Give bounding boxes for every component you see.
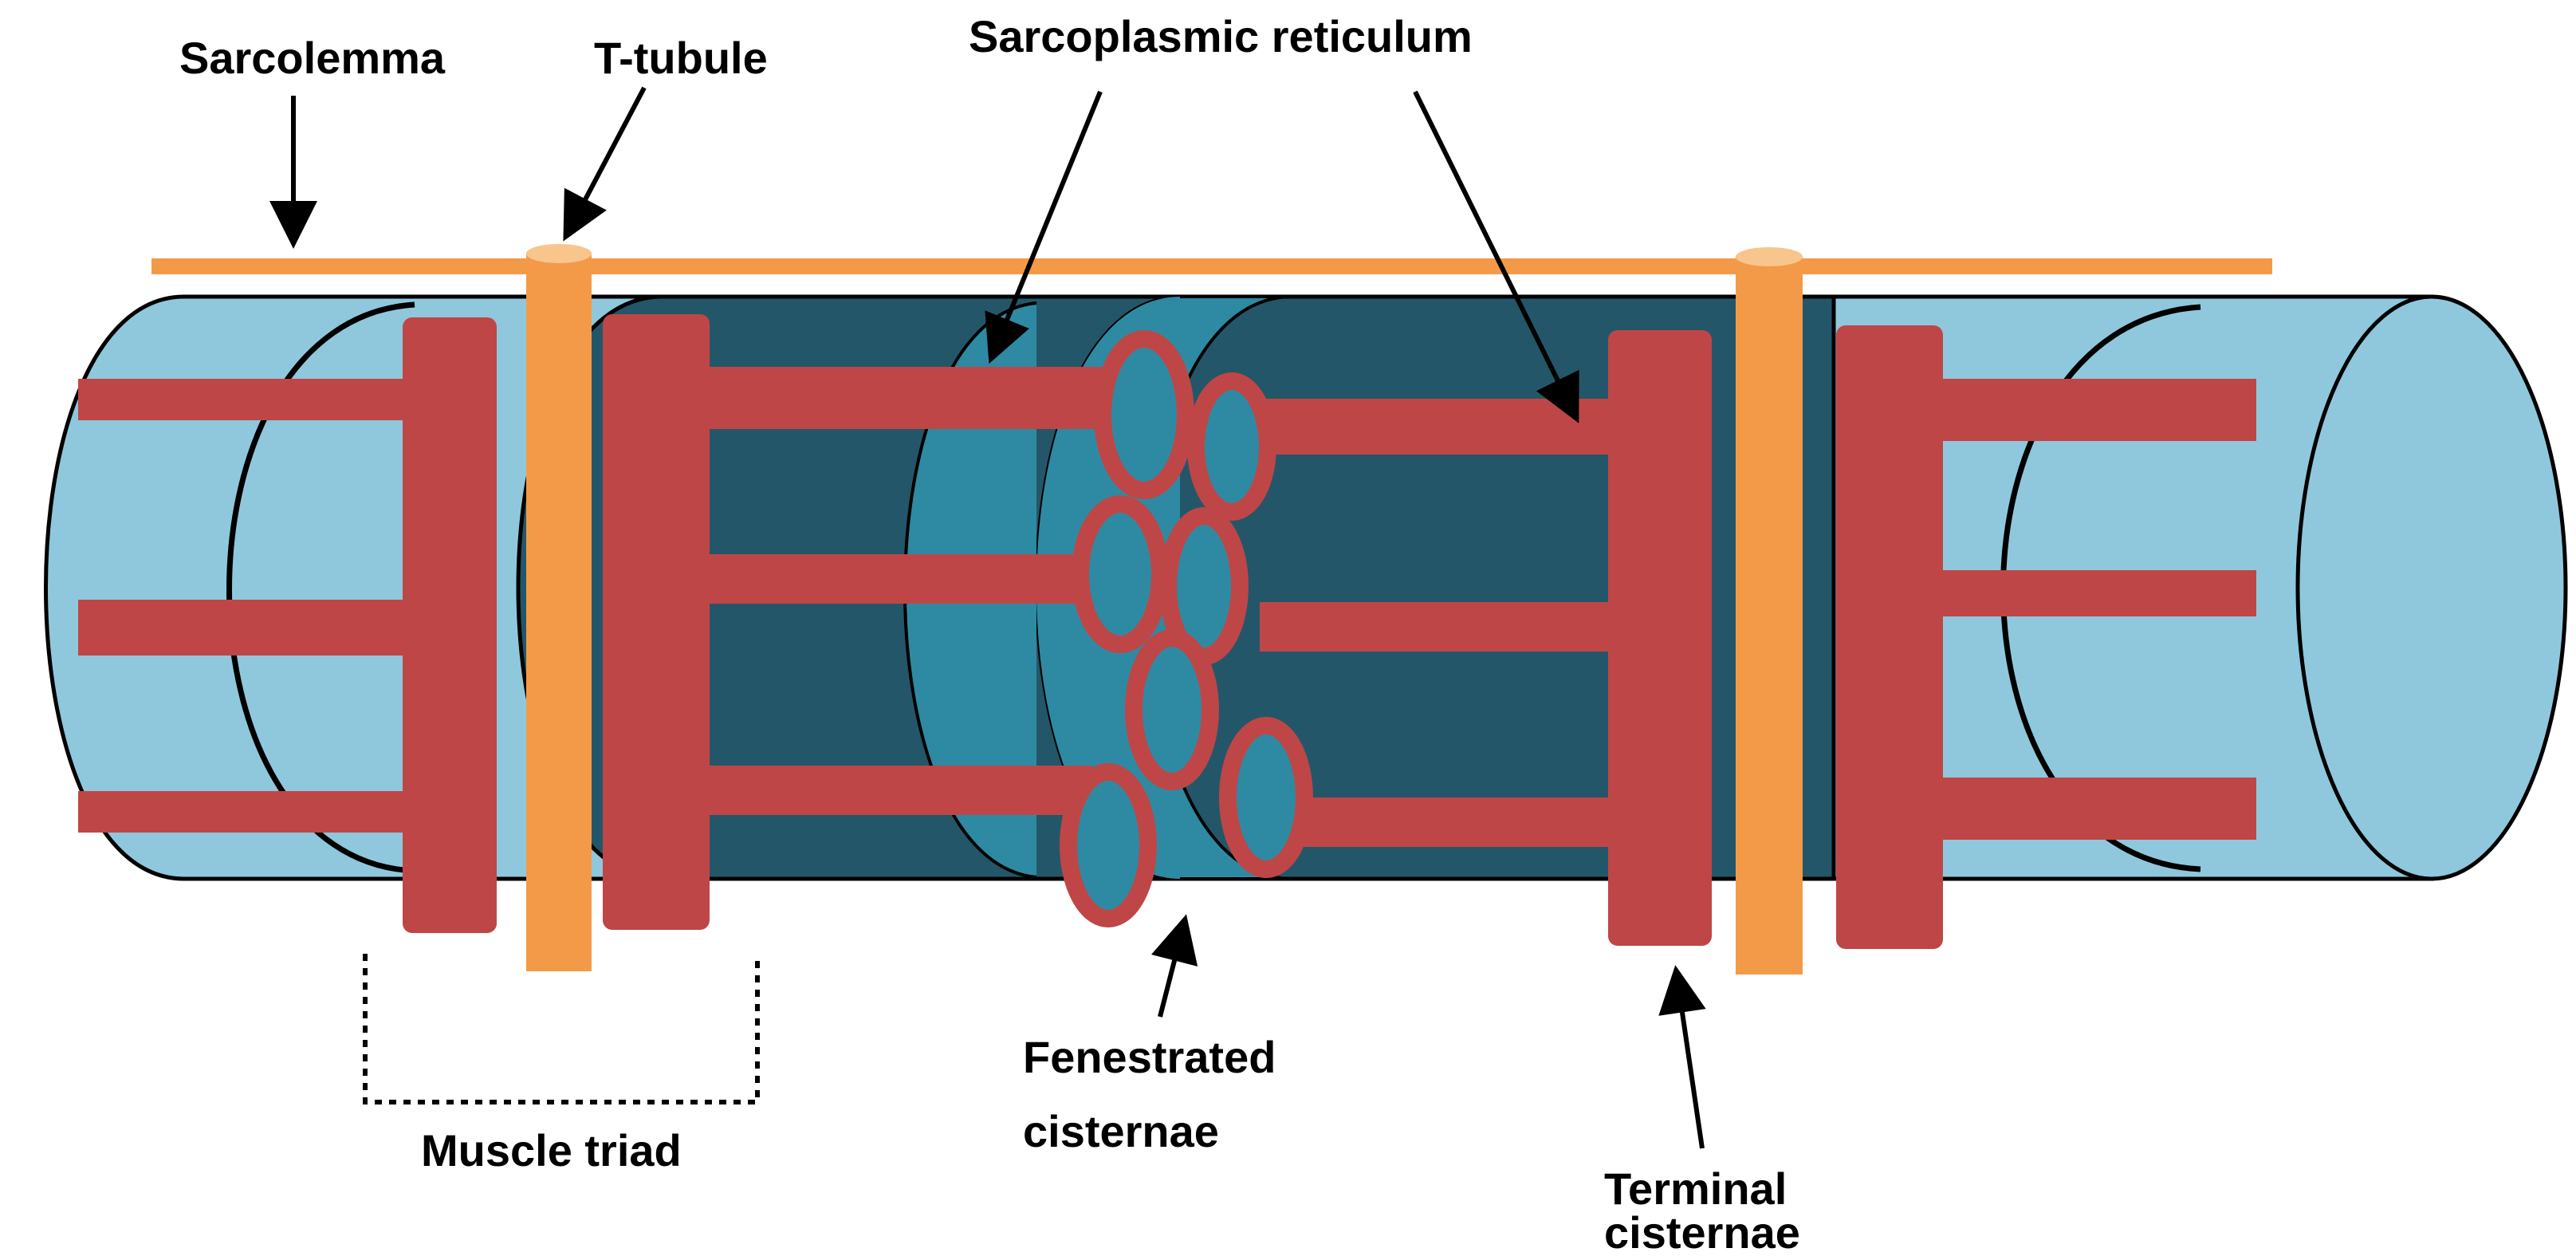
t-tubule-label: T-tubule: [594, 33, 768, 83]
fenestrated-cisternae-rings: [1060, 330, 1313, 927]
sarcolemma-label: Sarcolemma: [179, 33, 446, 83]
reticulum-arrow-right: [1413, 90, 1579, 423]
pointer-arrows: [269, 86, 1706, 1149]
fenestrated-label-line2: cisternae: [1023, 1106, 1219, 1156]
reticulum-arrow-left: [985, 90, 1103, 364]
terminal-label-line2: cisternae: [1604, 1207, 1800, 1256]
terminal-label-line1: Terminal: [1604, 1163, 1787, 1214]
t-tubule-arrow: [563, 86, 647, 242]
cylinder-end-face: [2295, 294, 2568, 881]
sarcoplasmic-reticulum-label: Sarcoplasmic reticulum: [969, 11, 1473, 61]
terminal-cisternae-bars: [403, 314, 1943, 949]
fenestrated-arrow: [1151, 914, 1198, 1018]
labels: Sarcolemma T-tubule Sarcoplasmic reticul…: [179, 11, 1800, 1256]
sarcolemma-membrane: [151, 258, 2272, 274]
muscle-triad-label: Muscle triad: [421, 1125, 682, 1175]
muscle-triad-bracket: [363, 954, 760, 1104]
t-tubules: [526, 244, 1803, 974]
fenestrated-label-line1: Fenestrated: [1023, 1032, 1276, 1082]
terminal-arrow: [1658, 965, 1706, 1149]
